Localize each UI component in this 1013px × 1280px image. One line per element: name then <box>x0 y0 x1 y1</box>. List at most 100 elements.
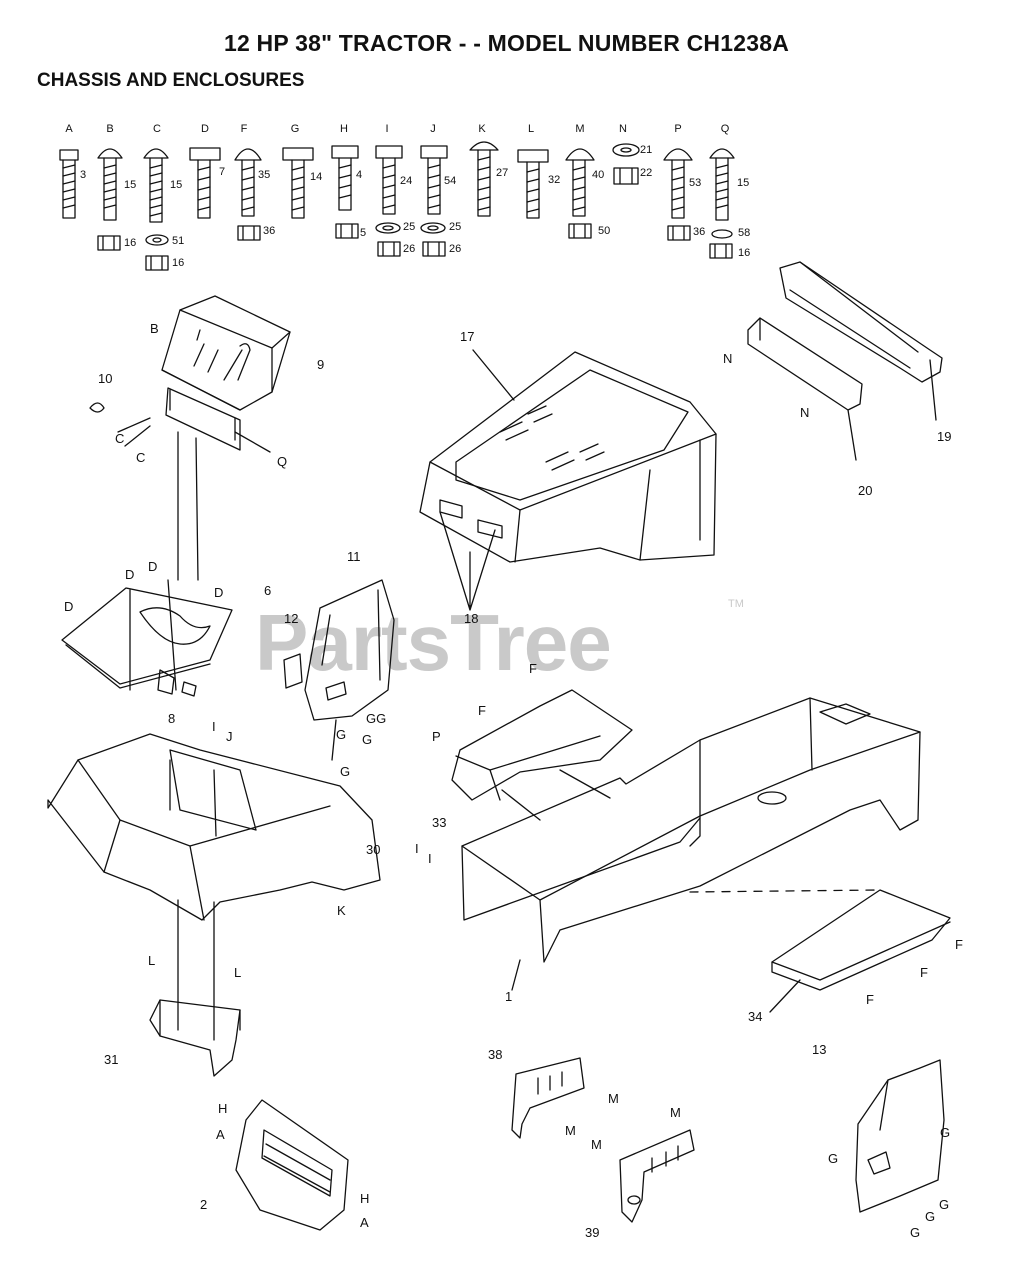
hw-num-f-nut: 36 <box>263 225 276 237</box>
callout-c: C <box>115 431 125 446</box>
callout-l: L <box>148 953 156 968</box>
callout-d: D <box>125 567 135 582</box>
ref-20: 20 <box>858 483 873 498</box>
side-cover-part <box>235 1099 349 1231</box>
callout-n: N <box>723 351 733 366</box>
fender-part <box>47 733 381 1041</box>
bolt-q-icon <box>709 148 735 259</box>
lower-bracket-39-part <box>619 1129 695 1223</box>
callout-h: H <box>360 1191 370 1206</box>
hw-letter-l: L <box>527 123 535 135</box>
watermark-trademark: TM <box>728 598 744 610</box>
hw-num-c-bolt: 15 <box>170 179 183 191</box>
hw-num-m-nut: 50 <box>598 225 611 237</box>
callout-d: D <box>64 599 74 614</box>
hw-letter-n: N <box>619 123 627 135</box>
ref-2: 2 <box>200 1197 208 1212</box>
callout-h: H <box>218 1101 228 1116</box>
hw-letter-f: F <box>240 123 248 135</box>
hw-num-j-nut: 26 <box>449 243 462 255</box>
hw-num-d-bolt: 7 <box>219 166 226 178</box>
hw-num-j-washer: 25 <box>449 221 462 233</box>
callout-g: G <box>340 764 351 779</box>
hw-num-j-bolt: 54 <box>444 175 457 187</box>
hw-letter-i: I <box>385 123 389 135</box>
bolt-p-icon <box>663 148 693 241</box>
fender-bracket-part <box>149 999 241 1077</box>
callout-g: G <box>336 727 347 742</box>
seat-part <box>689 889 951 1013</box>
callout-f: F <box>529 661 537 676</box>
steering-column-part <box>117 417 271 581</box>
side-panel-part <box>855 1059 945 1213</box>
callout-g: G <box>925 1209 936 1224</box>
callout-g: G <box>910 1225 921 1240</box>
hw-num-i-washer: 25 <box>403 221 416 233</box>
hw-num-f-bolt: 35 <box>258 169 271 181</box>
callout-k: K <box>337 903 346 918</box>
callout-c: C <box>136 450 146 465</box>
callout-f: F <box>920 965 928 980</box>
bolt-c-icon <box>143 148 169 271</box>
bolt-b-icon <box>97 148 123 251</box>
callout-d: D <box>214 585 224 600</box>
hw-num-q-nut: 16 <box>738 247 751 259</box>
bolt-a-icon <box>59 149 79 219</box>
hw-num-h-nut: 5 <box>360 227 367 239</box>
callout-m: M <box>670 1105 681 1120</box>
hw-letter-a: A <box>65 123 73 135</box>
ref-9: 9 <box>317 357 325 372</box>
main-frame-part <box>461 697 921 963</box>
callout-m: M <box>565 1123 576 1138</box>
hw-num-p-nut: 36 <box>693 226 706 238</box>
callout-g: G <box>939 1197 950 1212</box>
hw-num-q-washer: 58 <box>738 227 751 239</box>
bolt-l-icon <box>517 149 549 219</box>
callout-f: F <box>866 992 874 1007</box>
hw-num-c-nut: 16 <box>172 257 185 269</box>
hw-num-p-bolt: 53 <box>689 177 702 189</box>
ref-19: 19 <box>937 429 952 444</box>
ref-17: 17 <box>460 329 475 344</box>
callout-m: M <box>608 1091 619 1106</box>
front-bar-part <box>779 261 943 421</box>
ref-30: 30 <box>366 842 381 857</box>
lower-bracket-38-part <box>511 1057 585 1139</box>
hw-letter-p: P <box>674 123 682 135</box>
callout-a: A <box>216 1127 225 1142</box>
callout-l: L <box>234 965 242 980</box>
watermark: PartsTree <box>255 598 612 687</box>
floor-plate-part <box>61 579 233 697</box>
dash-panel-part <box>161 295 291 451</box>
hw-num-n-nut: 22 <box>640 167 653 179</box>
hw-letter-q: Q <box>720 123 730 135</box>
washer-n-icon <box>612 143 640 185</box>
page-title: 12 HP 38" TRACTOR - - MODEL NUMBER CH123… <box>223 30 790 56</box>
ref-39: 39 <box>585 1225 600 1240</box>
callout-gg: GG <box>366 711 387 726</box>
hw-num-n-washer: 21 <box>640 144 653 156</box>
hw-letter-g: G <box>290 123 300 135</box>
bolt-k-icon <box>469 141 499 217</box>
hw-letter-c: C <box>153 123 161 135</box>
hw-num-i-nut: 26 <box>403 243 416 255</box>
ref-34: 34 <box>748 1009 763 1024</box>
seat-pan-part <box>451 689 633 821</box>
hw-letter-h: H <box>340 123 348 135</box>
hw-num-l-bolt: 32 <box>548 174 561 186</box>
ref-6: 6 <box>264 583 272 598</box>
section-title: CHASSIS AND ENCLOSURES <box>37 70 305 91</box>
grille-bracket-part <box>747 317 863 461</box>
hw-letter-j: J <box>430 123 436 135</box>
hw-num-h-bolt: 4 <box>356 169 363 181</box>
ref-1: 1 <box>505 989 513 1004</box>
hw-num-g-bolt: 14 <box>310 171 323 183</box>
bolt-f-icon <box>234 148 262 241</box>
hw-num-b-nut: 16 <box>124 237 137 249</box>
bracket-part <box>283 653 303 689</box>
callout-g: G <box>362 732 373 747</box>
hw-letter-b: B <box>106 123 114 135</box>
bolt-m-icon <box>565 148 595 239</box>
callout-n: N <box>800 405 810 420</box>
